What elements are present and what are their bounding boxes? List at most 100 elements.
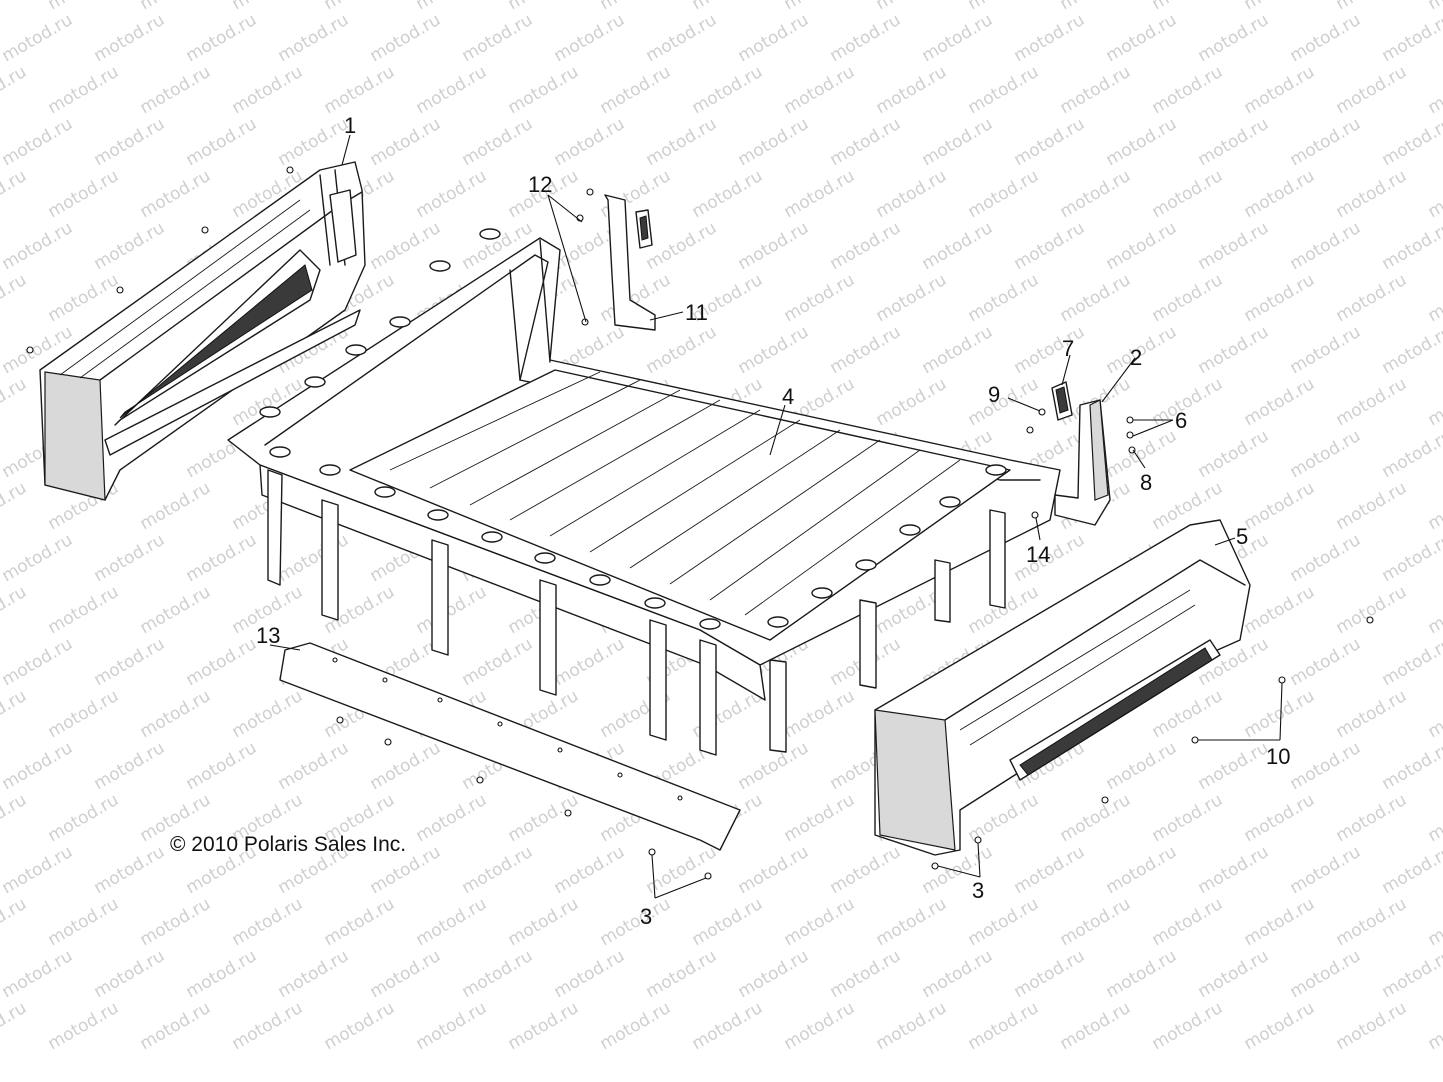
watermark-text: motod.ru [1425,374,1443,430]
callout-9: 9 [988,382,1000,407]
watermark-text: motod.ru [551,842,629,898]
watermark-text: motod.ru [367,114,445,170]
watermark-text: motod.ru [1011,322,1089,378]
watermark-text: motod.ru [0,894,30,950]
watermark-text: motod.ru [1057,998,1135,1054]
watermark-text: motod.ru [505,790,583,846]
callout-12: 12 [528,172,552,197]
watermark-text: motod.ru [1149,790,1227,846]
watermark-text: motod.ru [229,0,307,14]
callout-3-left: 3 [640,904,652,929]
cargo-box-part-4 [227,228,1061,756]
watermark-text: motod.ru [1333,374,1411,430]
watermark-text: motod.ru [689,894,767,950]
watermark-text: motod.ru [137,478,215,534]
watermark-text: motod.ru [965,270,1043,326]
watermark-text: motod.ru [1241,166,1319,222]
bracket-part-2 [1054,399,1111,526]
watermark-text: motod.ru [505,998,583,1054]
watermark-text: motod.ru [275,738,353,794]
watermark-text: motod.ru [1379,426,1443,482]
watermark-text: motod.ru [1425,166,1443,222]
watermark-text: motod.ru [137,0,215,14]
watermark-text: motod.ru [873,998,951,1054]
watermark-text: motod.ru [781,790,859,846]
watermark-text: motod.ru [0,686,30,742]
watermark-text: motod.ru [0,114,76,170]
watermark-text: motod.ru [0,374,30,430]
watermark-text: motod.ru [1149,374,1227,430]
watermark-text: motod.ru [643,114,721,170]
watermark-text: motod.ru [827,842,905,898]
watermark-text: motod.ru [1011,218,1089,274]
watermark-text: motod.ru [965,998,1043,1054]
watermark-text: motod.ru [413,582,491,638]
watermark-text: motod.ru [413,0,491,14]
watermark-text: motod.ru [919,10,997,66]
skid-plate-part-13 [279,642,741,851]
watermark-text: motod.ru [505,0,583,14]
watermark-text: motod.ru [1287,530,1365,586]
watermark-text: motod.ru [1379,842,1443,898]
watermark-text: motod.ru [873,270,951,326]
watermark-text: motod.ru [1425,0,1443,14]
watermark-text: motod.ru [45,894,123,950]
watermark-text: motod.ru [1103,10,1181,66]
watermark-text: motod.ru [827,218,905,274]
watermark-text: motod.ru [45,998,123,1054]
watermark-text: motod.ru [1333,62,1411,118]
watermark-text: motod.ru [919,218,997,274]
watermark-text: motod.ru [1241,62,1319,118]
watermark-text: motod.ru [781,270,859,326]
watermark-text: motod.ru [1425,62,1443,118]
watermark-text: motod.ru [0,582,30,638]
front-panel-part-1 [39,161,366,501]
watermark-text: motod.ru [1333,0,1411,14]
watermark-text: motod.ru [45,270,123,326]
watermark-text: motod.ru [505,62,583,118]
watermark-text: motod.ru [1057,166,1135,222]
watermark-text: motod.ru [1149,894,1227,950]
callout-7: 7 [1062,336,1074,361]
watermark-text: motod.ru [1149,270,1227,326]
watermark-text: motod.ru [965,166,1043,222]
watermark-text: motod.ru [1103,218,1181,274]
watermark-text: motod.ru [1057,894,1135,950]
watermark-text: motod.ru [91,218,169,274]
watermark-text: motod.ru [1287,738,1365,794]
watermark-text: motod.ru [1379,218,1443,274]
callout-3-right: 3 [972,878,984,903]
watermark-text: motod.ru [1057,270,1135,326]
watermark-text: motod.ru [1149,166,1227,222]
watermark-text: motod.ru [459,10,537,66]
watermark-text: motod.ru [183,530,261,586]
callout-6: 6 [1175,408,1187,433]
watermark-text: motod.ru [1379,114,1443,170]
watermark-text: motod.ru [689,62,767,118]
watermark-text: motod.ru [643,10,721,66]
watermark-text: motod.ru [1241,686,1319,742]
watermark-text: motod.ru [459,946,537,1002]
watermark-text: motod.ru [0,946,76,1002]
watermark-text: motod.ru [0,842,76,898]
callout-8: 8 [1140,470,1152,495]
watermark-text: motod.ru [1195,10,1273,66]
watermark-text: motod.ru [183,738,261,794]
cargo-box-holes [259,228,1007,630]
watermark-text: motod.ru [413,166,491,222]
watermark-text: motod.ru [597,894,675,950]
watermark-text: motod.ru [1333,894,1411,950]
watermark-text: motod.ru [1333,270,1411,326]
watermark-text: motod.ru [1195,946,1273,1002]
watermark-text: motod.ru [183,946,261,1002]
watermark-text: motod.ru [735,322,813,378]
watermark-text: motod.ru [1287,10,1365,66]
callout-13: 13 [256,623,280,648]
watermark-text: motod.ru [413,62,491,118]
watermark-text: motod.ru [1241,790,1319,846]
watermark-text: motod.ru [0,10,76,66]
watermark-text: motod.ru [735,10,813,66]
watermark-text: motod.ru [0,790,30,846]
watermark-text: motod.ru [45,582,123,638]
watermark-text: motod.ru [137,998,215,1054]
